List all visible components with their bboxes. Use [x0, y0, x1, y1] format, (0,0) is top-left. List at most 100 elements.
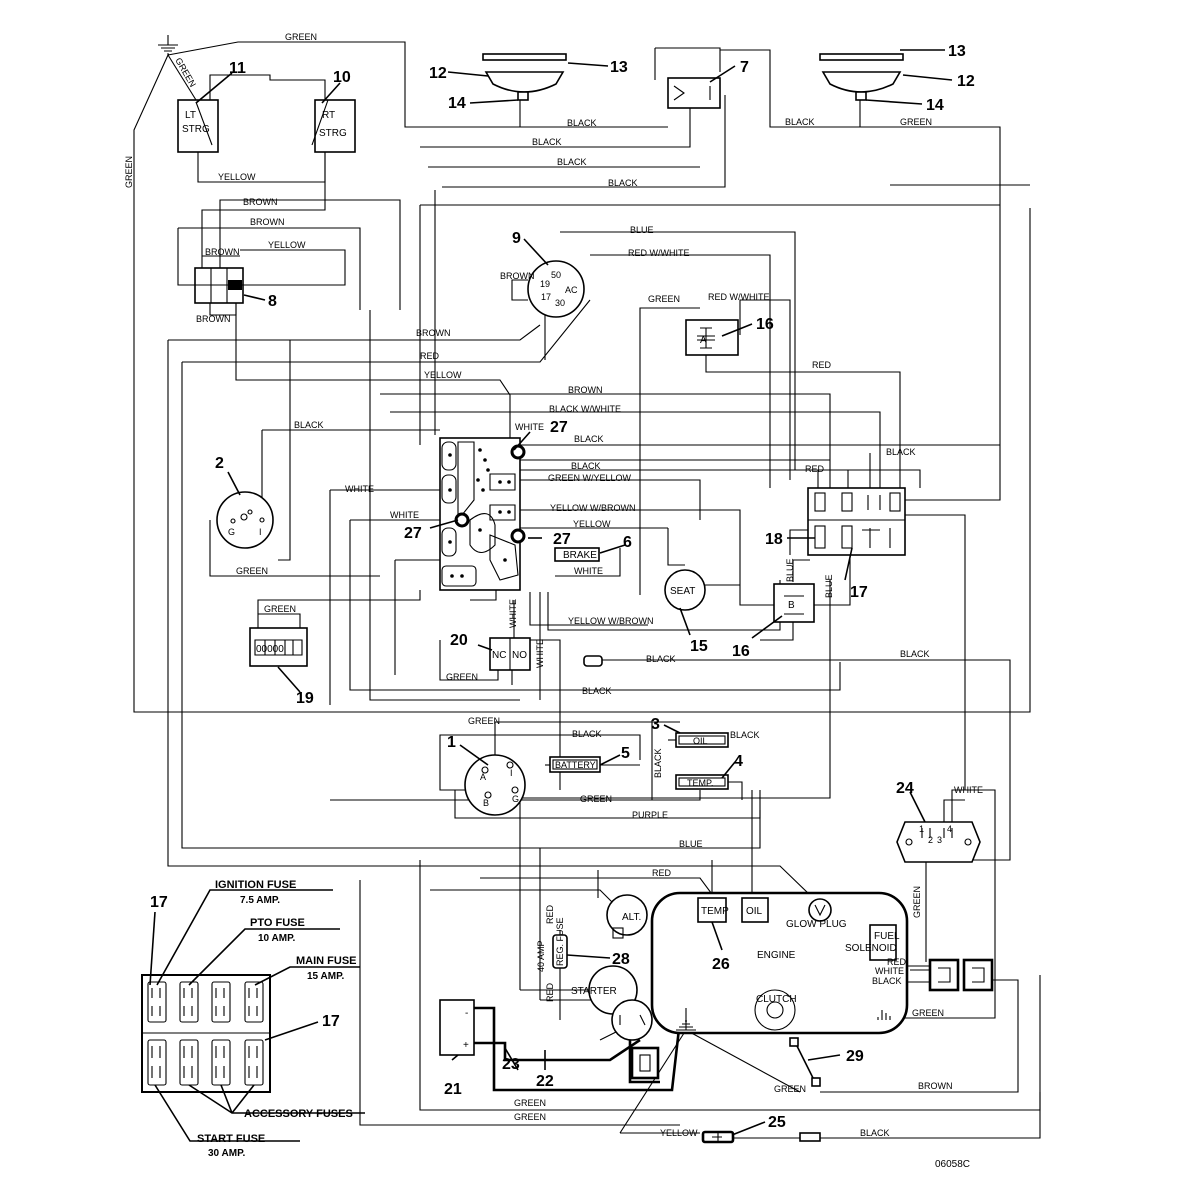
wire-black-2: BLACK [294, 420, 324, 430]
wire-green-2: GREEN [236, 566, 268, 576]
ignition-fuse-amp: 7.5 AMP. [240, 895, 280, 906]
wire-brown-eng: BROWN [918, 1081, 953, 1091]
starter-label: STARTER [571, 986, 617, 997]
wire-yellow-8: YELLOW [268, 240, 306, 250]
wire-green-5: GREEN [514, 1098, 546, 1108]
engine-label: ENGINE [757, 950, 796, 961]
figure-id: 06058C [935, 1159, 970, 1170]
wire-white-2: WHITE [345, 484, 374, 494]
start-fuse-label: START FUSE [197, 1133, 265, 1145]
callout-14-left: 14 [448, 95, 466, 112]
battery-neg: - [465, 1008, 468, 1019]
hour-meter: 00000 [249, 627, 308, 667]
switch-2-pin-i: I [259, 527, 262, 537]
engine-temp-label: TEMP [701, 906, 729, 917]
callout-17-legend-bottom: 17 [322, 1013, 340, 1030]
callout-10: 10 [333, 69, 351, 86]
wire-white-20a: WHITE [508, 599, 518, 628]
battery-cables [474, 1006, 682, 1092]
wire-white-3: WHITE [390, 510, 419, 520]
wire-black-hl2: BLACK [532, 137, 562, 147]
wire-green-top: GREEN [285, 32, 317, 42]
wire-red-3: RED [652, 868, 672, 878]
wire-yellow-25: YELLOW [660, 1128, 698, 1138]
wire-blue-b1: BLUE [785, 558, 795, 582]
callout-22: 22 [536, 1073, 554, 1090]
battery-relay: BATTERY [549, 756, 601, 773]
relay-a: A [685, 319, 739, 356]
wire-black-fs: BLACK [872, 976, 902, 986]
seat-label: SEAT [670, 586, 695, 597]
wire-black-6: BLACK [646, 654, 676, 664]
wire-green-eng: GREEN [912, 1008, 944, 1018]
glow-plug-label: GLOW PLUG [786, 919, 847, 930]
callout-14-right: 14 [926, 97, 944, 114]
wire-redwhite-9: RED W/WHITE [628, 248, 690, 258]
temp-indicator: TEMP. [675, 774, 729, 790]
relay-a-label: A [700, 335, 707, 346]
fuse-block-17 [807, 487, 906, 556]
callout-13-left: 13 [610, 59, 628, 76]
wire-black-5: BLACK [571, 461, 601, 471]
relay-b: B [773, 583, 815, 623]
pin-ac: AC [565, 285, 578, 295]
wire-white-fs: WHITE [875, 966, 904, 976]
callout-21: 21 [444, 1081, 462, 1098]
wire-brown-3: BROWN [205, 247, 240, 257]
connector-29 [789, 1037, 821, 1087]
pin-19: 19 [540, 279, 550, 289]
sw1-pin-a: A [480, 772, 486, 782]
wire-white-20b: WHITE [535, 639, 545, 668]
connector-pin [583, 655, 603, 667]
diode-25 [701, 1130, 821, 1144]
sw1-pin-g: G [512, 794, 519, 804]
nc-label: NC [492, 650, 506, 661]
rt-strg-label-2: STRG [319, 128, 347, 139]
callout-18: 18 [765, 531, 783, 548]
main-fuse-label: MAIN FUSE [296, 955, 357, 967]
callout-26: 26 [712, 956, 730, 973]
wire-yellowbrown-1: YELLOW W/BROWN [550, 503, 636, 513]
wire-green-6: GREEN [514, 1112, 546, 1122]
wire-red-alt: RED [545, 904, 555, 924]
connector-8 [194, 267, 244, 304]
callout-9: 9 [512, 230, 521, 247]
engine-oil-label: OIL [746, 906, 763, 917]
wire-green-20: GREEN [446, 672, 478, 682]
switch-2: G I [216, 491, 274, 549]
callout-28: 28 [612, 951, 630, 968]
wire-brown-9: BROWN [500, 271, 535, 281]
callout-17-top: 17 [850, 584, 868, 601]
wire-brown-2: BROWN [250, 217, 285, 227]
relay-b-label: B [788, 600, 795, 611]
wire-blue-9: BLUE [630, 225, 654, 235]
pin-30: 30 [555, 298, 565, 308]
callout-4: 4 [734, 753, 743, 770]
callout-8: 8 [268, 293, 277, 310]
callout-6: 6 [623, 534, 632, 551]
ignition-fuse-label: IGNITION FUSE [215, 879, 296, 891]
wire-brown-6: BROWN [568, 385, 603, 395]
fuel-solenoid-label-2: SOLENOID [845, 943, 897, 954]
seat-switch: SEAT [664, 569, 706, 611]
wire-blackwhite: BLACK W/WHITE [549, 404, 621, 414]
battery-label: BATTERY [555, 760, 596, 770]
callout-25: 25 [768, 1114, 786, 1131]
wire-black-11: BLACK [653, 748, 663, 778]
wire-labels: GREEN GREEN GREEN YELLOW BLACK BLACK BLA… [124, 32, 983, 1138]
callout-numbers: 11 10 12 13 14 7 13 12 14 8 9 16 27 27 2… [215, 43, 975, 1131]
callout-leaders [195, 49, 953, 1136]
temp-indicator-label: TEMP. [687, 778, 713, 788]
switch-2-pin-g: G [228, 527, 235, 537]
battery-pos: + [463, 1040, 469, 1051]
callout-24: 24 [896, 780, 914, 797]
m24-pin-2: 2 [928, 835, 933, 845]
callout-16-bottom: 16 [732, 643, 750, 660]
solenoid-box [630, 1046, 660, 1080]
wire-brown-4: BROWN [196, 314, 231, 324]
module-24: 1 2 3 4 [896, 821, 981, 863]
callout-12-left: 12 [429, 65, 447, 82]
alternator: ALT. [606, 894, 648, 939]
wire-red-17: RED [805, 464, 825, 474]
